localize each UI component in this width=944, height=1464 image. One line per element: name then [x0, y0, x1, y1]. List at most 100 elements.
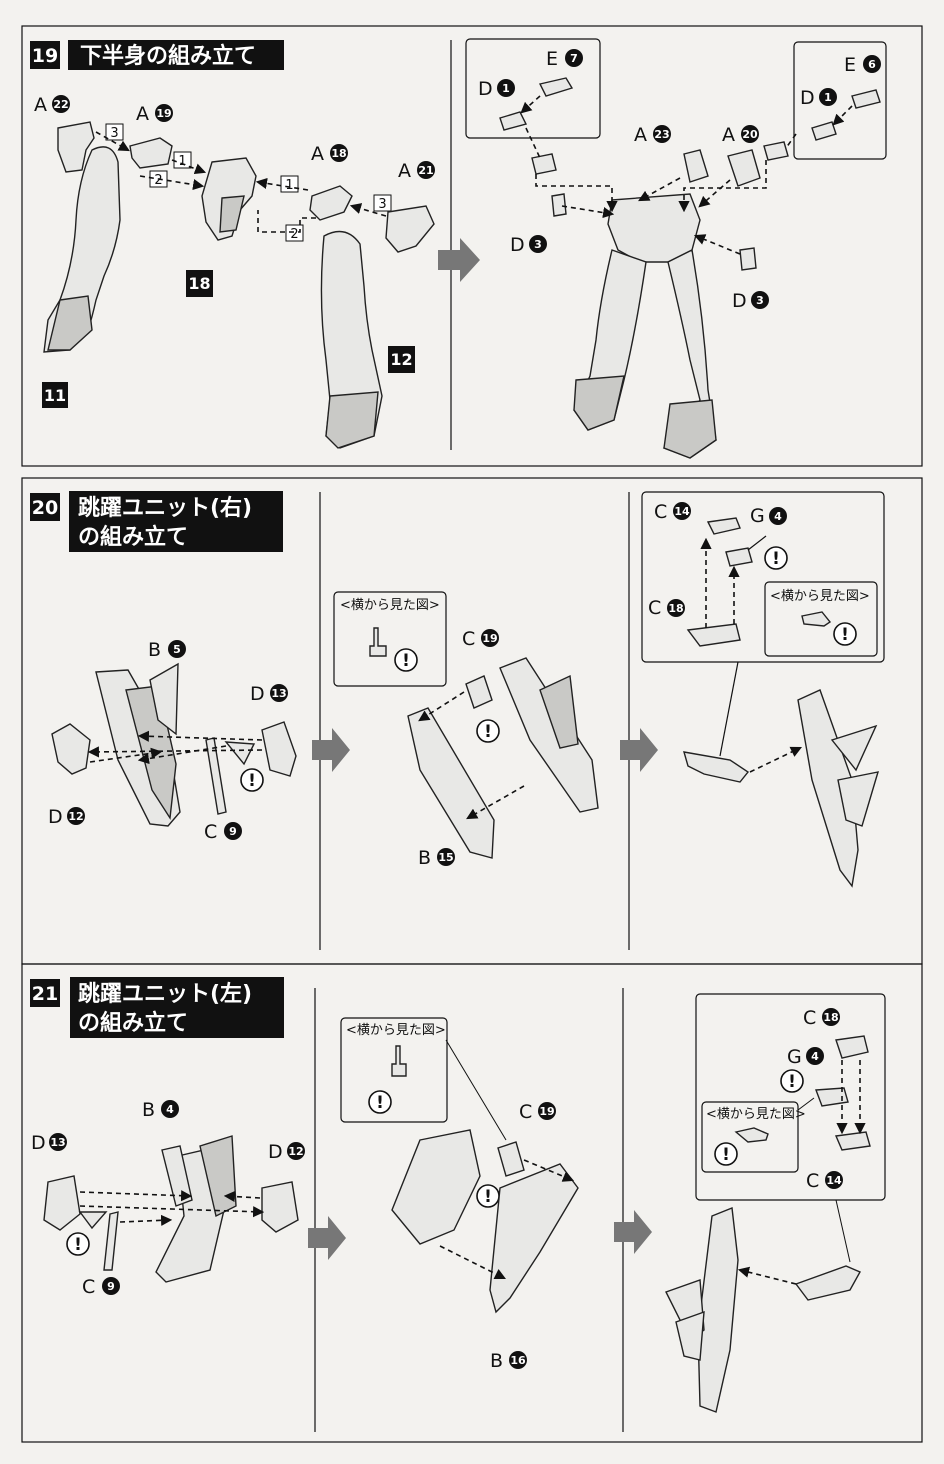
svg-text:D: D — [510, 234, 525, 256]
jump-unit-right-illustration — [51, 657, 880, 888]
svg-text:!: ! — [788, 1072, 796, 1092]
svg-text:B: B — [142, 1099, 155, 1121]
step-21-border — [21, 963, 923, 1443]
part-label: D 12 — [268, 1141, 305, 1163]
svg-text:!: ! — [376, 1093, 384, 1113]
svg-text:20: 20 — [742, 128, 758, 141]
svg-text:B: B — [418, 847, 431, 869]
part-label: C 19 — [462, 628, 499, 650]
detail-box-left — [465, 38, 601, 139]
step-20-title-line2: の組み立て — [78, 524, 188, 550]
detail-box — [641, 491, 885, 663]
svg-text:D: D — [268, 1141, 283, 1163]
step-19-number-box — [30, 41, 60, 69]
svg-text:1: 1 — [502, 82, 510, 95]
svg-text:23: 23 — [654, 128, 669, 141]
detail-box-right — [793, 41, 887, 160]
svg-text:22: 22 — [53, 98, 68, 111]
part-label: B 15 — [418, 847, 455, 869]
svg-text:9: 9 — [107, 1280, 115, 1293]
part-label: D 1 — [478, 78, 515, 100]
part-badge: 11 — [42, 382, 68, 408]
order-mark: 3 — [105, 123, 124, 141]
side-view-label: <横から見た図> — [706, 1107, 806, 1122]
side-view-label: <横から見た図> — [346, 1023, 446, 1038]
next-step-arrow-icon — [312, 728, 350, 772]
next-step-arrow-icon — [614, 1210, 652, 1254]
part-label: A 23 — [634, 124, 671, 146]
svg-text:4: 4 — [811, 1050, 819, 1063]
step-21-title-line1: 跳躍ユニット(左) — [78, 981, 252, 1007]
svg-text:18: 18 — [188, 274, 210, 293]
svg-text:9: 9 — [229, 825, 237, 838]
caution-icon: ! — [368, 1090, 392, 1114]
caution-icon: ! — [764, 546, 788, 570]
svg-text:4: 4 — [166, 1103, 174, 1116]
svg-text:7: 7 — [570, 52, 578, 65]
part-badge: 12 — [388, 346, 415, 373]
svg-text:A: A — [311, 143, 324, 165]
step-21-number: 21 — [32, 983, 58, 1005]
side-view-label: <横から見た図> — [340, 598, 440, 613]
svg-text:!: ! — [402, 651, 410, 671]
svg-text:19: 19 — [482, 632, 497, 645]
order-mark: 2 — [285, 224, 304, 242]
svg-text:13: 13 — [271, 687, 286, 700]
svg-text:B: B — [490, 1350, 503, 1372]
svg-text:1: 1 — [178, 154, 186, 169]
part-label: A 19 — [136, 103, 173, 125]
svg-text:4: 4 — [774, 510, 782, 523]
svg-text:12: 12 — [288, 1145, 303, 1158]
svg-text:6: 6 — [868, 58, 876, 71]
part-label: D 3 — [510, 234, 547, 256]
caution-icon: ! — [240, 768, 264, 792]
svg-text:!: ! — [484, 1187, 492, 1207]
svg-text:C: C — [803, 1007, 816, 1029]
svg-text:D: D — [800, 87, 815, 109]
svg-text:12: 12 — [390, 350, 412, 369]
svg-text:D: D — [48, 806, 63, 828]
svg-text:!: ! — [772, 549, 780, 569]
part-label: C 19 — [519, 1101, 556, 1123]
svg-text:!: ! — [484, 722, 492, 742]
svg-text:E: E — [844, 54, 856, 76]
svg-text:C: C — [648, 597, 661, 619]
part-label: A 22 — [34, 94, 70, 116]
svg-text:14: 14 — [674, 505, 690, 518]
step-20-title-line1: 跳躍ユニット(右) — [78, 495, 252, 521]
svg-text:2: 2 — [154, 173, 162, 188]
svg-text:A: A — [634, 124, 647, 146]
svg-text:3: 3 — [110, 126, 118, 141]
svg-text:A: A — [722, 124, 735, 146]
part-label: E 6 — [844, 54, 881, 76]
svg-text:3: 3 — [756, 294, 764, 307]
svg-text:19: 19 — [539, 1105, 554, 1118]
side-view-box — [764, 581, 878, 657]
svg-text:15: 15 — [438, 851, 453, 864]
svg-text:A: A — [34, 94, 47, 116]
svg-text:1: 1 — [824, 91, 832, 104]
assembled-lower-body-illustration — [499, 77, 881, 459]
caution-icon: ! — [476, 719, 500, 743]
svg-text:1: 1 — [285, 178, 293, 193]
next-step-arrow-icon — [620, 728, 658, 772]
svg-text:E: E — [546, 48, 558, 70]
svg-text:5: 5 — [173, 643, 181, 656]
caution-icon: ! — [833, 622, 857, 646]
part-label: D 1 — [800, 87, 837, 109]
side-view-box — [340, 1017, 448, 1123]
svg-text:C: C — [519, 1101, 532, 1123]
step-21-title-box — [70, 977, 284, 1038]
step-20-number-box — [30, 493, 60, 521]
svg-text:C: C — [462, 628, 475, 650]
